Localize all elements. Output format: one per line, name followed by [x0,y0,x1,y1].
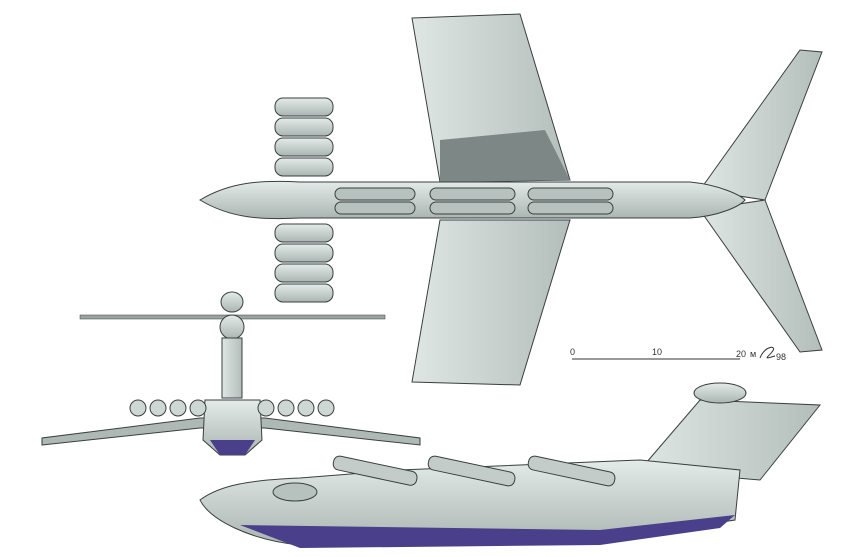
scale-unit: м [750,349,756,359]
top-wing-lower [411,219,571,386]
scale-label-10: 10 [652,347,662,357]
scale-label-0: 0 [570,347,575,357]
side-view [199,382,822,548]
top-tail-lower [699,199,823,353]
front-fin-top [220,291,244,313]
side-tail-pod [693,382,747,404]
top-view [199,13,823,386]
scale-label-20: 20 [736,349,746,359]
front-engines [129,399,335,417]
signature-year: 98 [776,352,786,362]
front-view [41,291,421,456]
side-underside [240,515,735,548]
top-tail-upper [699,49,823,201]
front-fin-pod [219,314,245,340]
front-fin [221,337,243,399]
scale-bar: 0 10 20 м 98 [570,346,786,362]
top-engines [274,97,334,303]
artist-signature [759,346,776,359]
side-engine [272,482,318,502]
top-missile-tubes [334,187,614,215]
side-missile-tubes [332,455,616,487]
front-underside [210,440,255,455]
top-wing-shadow [440,130,570,182]
